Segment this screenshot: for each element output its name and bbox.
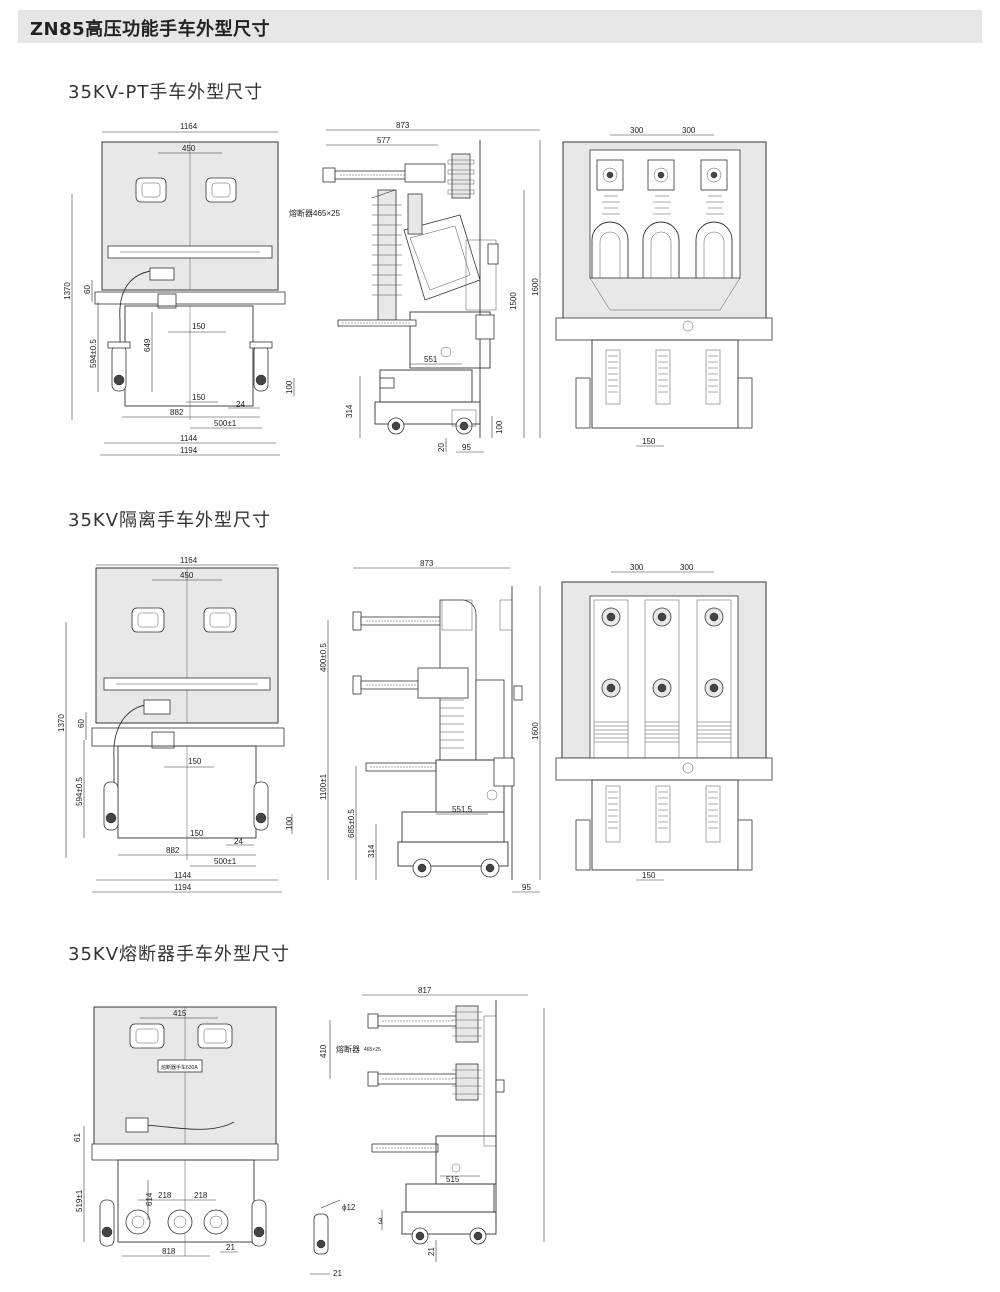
dim-label: 1370 bbox=[63, 282, 72, 300]
iso-front-view bbox=[91, 567, 285, 860]
dim-label: 450 bbox=[180, 571, 194, 580]
dim-label: 519±1 bbox=[75, 1189, 84, 1212]
dim-label: 500±1 bbox=[214, 857, 237, 866]
dim-label: 614 bbox=[145, 1192, 154, 1206]
dim-label: 594±0.5 bbox=[75, 777, 84, 806]
pt-rear-dimensions: 300 300 150 bbox=[610, 126, 714, 447]
dim-label: 1164 bbox=[180, 556, 198, 565]
dim-label: 882 bbox=[166, 846, 180, 855]
page-title: ZN85高压功能手车外型尺寸 bbox=[30, 19, 271, 40]
pt-side-view bbox=[322, 140, 499, 438]
dim-label: 1164 bbox=[180, 122, 198, 131]
dim-label: 594±0.5 bbox=[89, 339, 98, 368]
pt-front-dimensions: 1164 450 1370 60 594±0.5 649 150 150 24 … bbox=[63, 122, 295, 456]
dim-label: 60 bbox=[77, 719, 86, 728]
fuse-label: 熔断器 bbox=[336, 1044, 360, 1054]
dim-label: 314 bbox=[345, 404, 354, 418]
pt-side-dimensions: 873 577 熔断器465×25 1500 1600 551 314 100 … bbox=[289, 121, 541, 453]
fuse-label: 熔断器465×25 bbox=[289, 208, 340, 218]
header-bar bbox=[18, 10, 982, 43]
dim-label: 400±0.5 bbox=[319, 643, 328, 672]
iso-front-dimensions: 1164 450 1370 60 594±0.5 150 150 24 100 … bbox=[57, 556, 294, 893]
dim-label: 873 bbox=[420, 559, 434, 568]
fuse-front-dimensions: 415 熔断器手车630A 61 519±1 614 218 218 818 2… bbox=[73, 1009, 238, 1257]
dim-label: 1144 bbox=[174, 871, 192, 880]
dim-label: 218 bbox=[158, 1191, 172, 1200]
dim-label: 300 bbox=[630, 126, 644, 135]
dim-label: 1600 bbox=[531, 278, 540, 296]
dim-label: 218 bbox=[194, 1191, 208, 1200]
dim-label: 817 bbox=[418, 986, 432, 995]
dim-label: ϕ12 bbox=[342, 1203, 356, 1212]
dim-label: 150 bbox=[642, 437, 656, 446]
dim-label: 150 bbox=[192, 393, 206, 402]
fuse-size-label: 465×25 bbox=[364, 1047, 381, 1053]
dim-label: 21 bbox=[333, 1269, 342, 1278]
dim-label: 24 bbox=[236, 400, 245, 409]
dim-label: 95 bbox=[462, 443, 471, 452]
dim-label: 551.5 bbox=[452, 805, 473, 814]
dim-label: 60 bbox=[83, 285, 92, 294]
dim-label: 100 bbox=[285, 816, 294, 830]
dim-label: 1370 bbox=[57, 714, 66, 732]
dim-label: 1144 bbox=[180, 434, 198, 443]
dim-label: 100 bbox=[285, 380, 294, 394]
pt-rear-view bbox=[555, 141, 773, 429]
dim-label: 1500 bbox=[509, 292, 518, 310]
dim-label: 500±1 bbox=[214, 419, 237, 428]
dim-label: 1100±1 bbox=[319, 773, 328, 800]
dim-label: 515 bbox=[446, 1175, 460, 1184]
fuse-wheel-detail: ϕ12 21 bbox=[310, 1199, 356, 1278]
dim-label: 3 bbox=[378, 1217, 383, 1226]
dim-label: 20 bbox=[437, 443, 446, 452]
dim-label: 300 bbox=[680, 563, 694, 572]
dim-label: 150 bbox=[642, 871, 656, 880]
dim-label: 300 bbox=[630, 563, 644, 572]
dim-label: 551 bbox=[424, 355, 438, 364]
dim-label: 150 bbox=[190, 829, 204, 838]
dim-label: 150 bbox=[192, 322, 206, 331]
iso-side-dimensions: 873 400±0.5 1100±1 685±0.5 314 1600 551.… bbox=[319, 559, 541, 893]
pt-front-view bbox=[94, 141, 286, 420]
dim-label: 61 bbox=[73, 1133, 82, 1142]
dim-label: 150 bbox=[188, 757, 202, 766]
iso-rear-view bbox=[555, 581, 773, 871]
dim-label: 873 bbox=[396, 121, 410, 130]
fuse-cart-label: 熔断器手车630A bbox=[161, 1064, 198, 1071]
dim-label: 314 bbox=[367, 844, 376, 858]
dim-label: 818 bbox=[162, 1247, 176, 1256]
dim-label: 1194 bbox=[180, 446, 198, 455]
dim-label: 649 bbox=[143, 338, 152, 352]
dim-label: 100 bbox=[495, 420, 504, 434]
dim-label: 882 bbox=[170, 408, 184, 417]
fuse-front-view bbox=[91, 1006, 279, 1256]
dim-label: 577 bbox=[377, 136, 391, 145]
dim-label: 410 bbox=[319, 1044, 328, 1058]
section-title-pt: 35KV-PT手车外型尺寸 bbox=[68, 82, 264, 103]
fuse-side-dimensions: 817 410 熔断器 465×25 515 3 21 bbox=[319, 986, 545, 1262]
dim-label: 685±0.5 bbox=[347, 809, 356, 838]
dim-label: 21 bbox=[427, 1247, 436, 1256]
dim-label: 450 bbox=[182, 144, 196, 153]
dim-label: 1194 bbox=[174, 883, 192, 892]
dim-label: 24 bbox=[234, 837, 243, 846]
dim-label: 300 bbox=[682, 126, 696, 135]
fuse-side-view bbox=[367, 1000, 505, 1245]
section-title-isolation: 35KV隔离手车外型尺寸 bbox=[68, 510, 272, 531]
dim-label: 21 bbox=[226, 1243, 235, 1252]
section-title-fuse: 35KV熔断器手车外型尺寸 bbox=[68, 944, 291, 965]
dim-label: 1600 bbox=[531, 722, 540, 740]
dim-label: 95 bbox=[522, 883, 531, 892]
dim-label: 415 bbox=[173, 1009, 187, 1018]
iso-rear-dimensions: 300 300 150 bbox=[611, 563, 714, 881]
iso-side-view bbox=[352, 586, 523, 880]
